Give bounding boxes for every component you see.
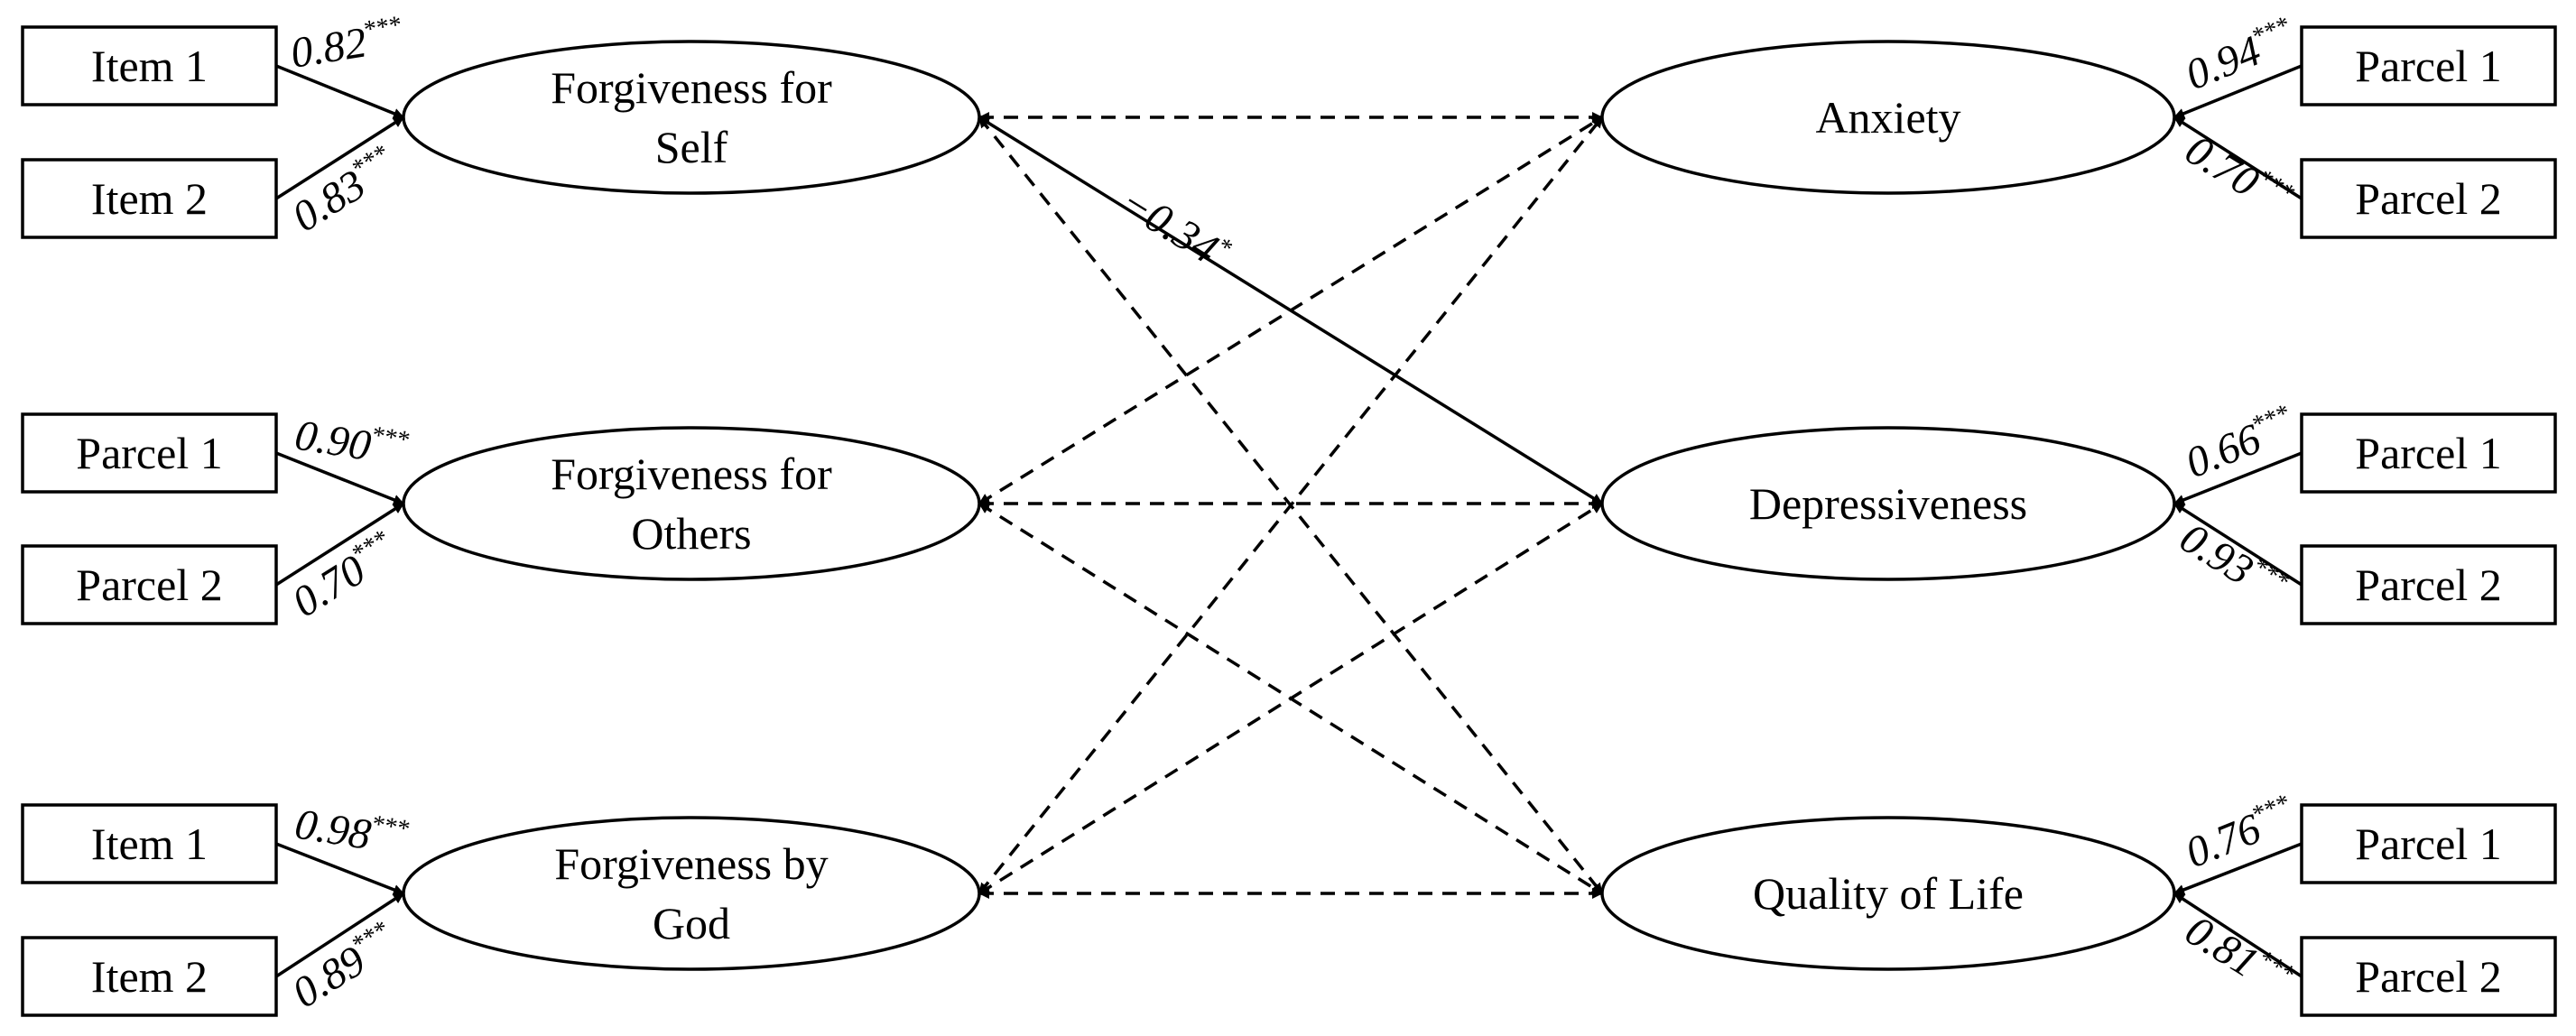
indicator-box — [21, 803, 278, 884]
latent-ellipse — [1600, 426, 2176, 581]
indicator-box — [2300, 803, 2557, 884]
loading-arrow — [275, 842, 404, 895]
loading-arrow — [275, 116, 404, 200]
loading-coefficient: 0.66*** — [2179, 399, 2303, 487]
latent-anxiety: Anxiety — [1600, 40, 2176, 195]
measurement-forgiveness-god: Item 1 Item 2 0.98*** 0.89*** — [21, 799, 412, 1017]
indicator-box — [2300, 158, 2557, 239]
loading-coefficient: 0.82*** — [287, 11, 407, 78]
indicator-label: Parcel 1 — [2355, 41, 2501, 91]
measurement-quality-of-life: Parcel 1 Parcel 2 0.76*** 0.81*** — [2173, 789, 2557, 1017]
indicator-box — [21, 25, 278, 106]
measurement-anxiety: Parcel 1 Parcel 2 0.94*** 0.70*** — [2173, 11, 2557, 239]
path-fg-dep — [978, 502, 1603, 895]
indicator-box — [2300, 544, 2557, 625]
indicator-label: Parcel 2 — [76, 560, 222, 610]
loading-coefficient: 0.94*** — [2179, 11, 2303, 99]
latent-label: Depressiveness — [1749, 478, 2027, 529]
indicator-label: Item 2 — [91, 951, 208, 1002]
indicator-box — [2300, 25, 2557, 106]
loading-arrow — [2173, 116, 2303, 200]
loading-arrow — [2173, 64, 2303, 119]
latent-label-line2: Self — [655, 122, 728, 172]
indicator-label: Parcel 2 — [2355, 560, 2501, 610]
indicator-box — [21, 412, 278, 494]
latent-forgiveness-others: Forgiveness for Others — [402, 426, 981, 581]
latent-label: Quality of Life — [1753, 868, 2024, 919]
latent-label-line2: God — [653, 898, 730, 948]
structural-paths — [978, 112, 1604, 899]
indicator-label: Parcel 1 — [2355, 819, 2501, 869]
measurement-depressiveness: Parcel 1 Parcel 2 0.66*** 0.93*** — [2172, 399, 2557, 625]
latent-ellipse — [1600, 40, 2176, 195]
measurement-forgiveness-others: Parcel 1 Parcel 2 0.90*** 0.70*** — [21, 410, 412, 626]
indicator-label: Item 1 — [91, 819, 208, 869]
indicator-label: Parcel 2 — [2355, 951, 2501, 1002]
latent-label-line1: Forgiveness by — [554, 838, 828, 889]
latent-label-line1: Forgiveness for — [551, 62, 832, 113]
latent-label-line1: Forgiveness for — [551, 449, 832, 499]
latent-ellipse — [402, 426, 981, 581]
loading-coefficient: 0.93*** — [2172, 513, 2294, 615]
latent-ellipse — [402, 40, 981, 195]
indicator-label: Parcel 1 — [2355, 428, 2501, 478]
loading-coefficient: 0.81*** — [2177, 905, 2300, 1007]
loading-coefficient: 0.76*** — [2179, 789, 2303, 877]
loading-arrow — [2173, 502, 2303, 587]
latent-ellipse — [402, 816, 981, 971]
loading-arrow — [275, 502, 404, 587]
indicator-box — [2300, 412, 2557, 494]
latent-forgiveness-self: Forgiveness for Self — [402, 40, 981, 195]
loading-coefficient: 0.90*** — [292, 410, 412, 476]
indicator-box — [21, 158, 278, 239]
latent-label-line2: Others — [631, 508, 751, 559]
indicator-label: Item 1 — [91, 41, 208, 91]
indicator-label: Parcel 1 — [76, 428, 222, 478]
loading-arrow — [2173, 842, 2303, 895]
indicator-label: Parcel 2 — [2355, 173, 2501, 224]
latent-forgiveness-god: Forgiveness by God — [402, 816, 981, 971]
loading-arrow — [2173, 451, 2303, 505]
latent-label: Anxiety — [1815, 92, 1960, 143]
latent-quality-of-life: Quality of Life — [1600, 816, 2176, 971]
loading-coefficient: 0.98*** — [292, 799, 412, 865]
indicator-box — [21, 936, 278, 1017]
loading-arrow — [275, 892, 404, 978]
loading-arrow — [275, 451, 404, 505]
latent-depressiveness: Depressiveness — [1600, 426, 2176, 581]
loading-arrow — [2173, 892, 2303, 978]
latent-ellipse — [1600, 816, 2176, 971]
indicator-label: Item 2 — [91, 173, 208, 224]
indicator-box — [2300, 936, 2557, 1017]
measurement-forgiveness-self: Item 1 Item 2 0.82*** 0.83*** — [21, 11, 407, 241]
loading-coefficient: 0.70*** — [2177, 125, 2300, 227]
indicator-box — [21, 544, 278, 625]
loading-arrow — [275, 64, 404, 119]
